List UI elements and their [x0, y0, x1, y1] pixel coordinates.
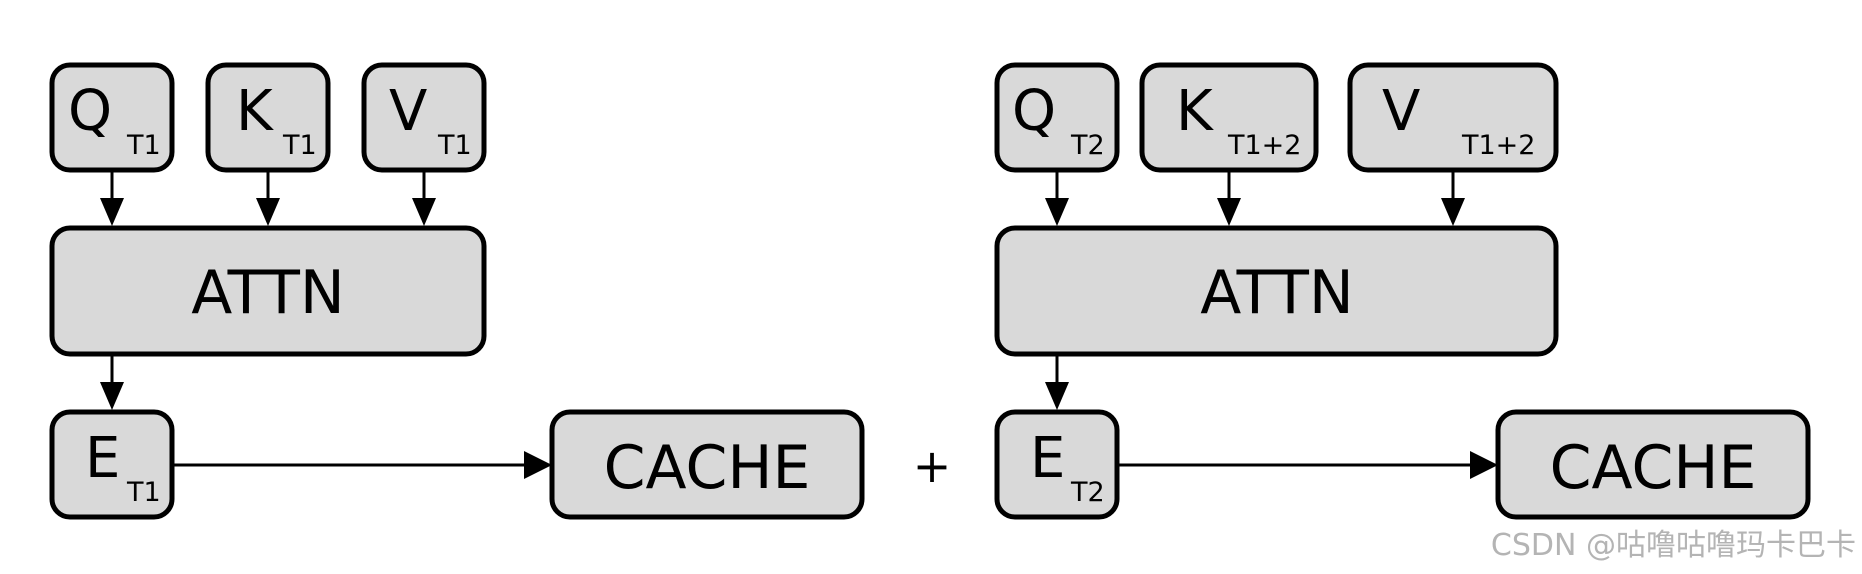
left-v-subscript: T1: [437, 130, 472, 161]
left-q-label: Q: [68, 79, 112, 144]
right-k-arrowhead: [1217, 198, 1241, 226]
left-e-box: E T1: [49, 409, 175, 520]
right-attn-box: ATTN: [994, 225, 1559, 357]
left-e-subscript: T1: [126, 477, 161, 508]
right-cache-box: CACHE: [1495, 409, 1811, 520]
left-cache-box: CACHE: [549, 409, 865, 520]
right-e-box: E T2: [994, 409, 1120, 520]
right-group: Q T2 K T1+2 V T1+2 ATTN: [994, 62, 1811, 520]
right-q-arrowhead: [1045, 198, 1069, 226]
left-q-box: Q T1: [49, 62, 175, 173]
right-q-subscript: T2: [1070, 130, 1105, 161]
right-e-subscript: T2: [1070, 477, 1105, 508]
right-q-label: Q: [1012, 79, 1056, 144]
left-k-arrowhead: [256, 198, 280, 226]
left-qkv-arrows: [100, 170, 436, 226]
left-group: Q T1 K T1 V T1 ATTN: [49, 62, 865, 520]
left-cache-label: CACHE: [604, 433, 811, 503]
left-v-label: V: [389, 79, 427, 144]
right-q-box: Q T2: [994, 62, 1120, 173]
right-qkv-arrows: [1045, 170, 1465, 226]
left-attn-to-e-arrowhead: [100, 382, 124, 410]
right-e-label: E: [1030, 426, 1065, 491]
right-k-label: K: [1176, 79, 1214, 144]
left-q-subscript: T1: [126, 130, 161, 161]
left-attn-box: ATTN: [49, 225, 487, 357]
left-attn-label: ATTN: [191, 258, 345, 328]
plus-sign: +: [913, 439, 952, 493]
left-v-arrowhead: [412, 198, 436, 226]
right-attn-to-e-arrowhead: [1045, 382, 1069, 410]
right-e-to-cache-arrowhead: [1470, 451, 1498, 479]
left-k-label: K: [236, 79, 274, 144]
left-e-to-cache-arrowhead: [524, 451, 552, 479]
right-k-subscript: T1+2: [1227, 130, 1301, 161]
left-k-box: K T1: [205, 62, 331, 173]
right-v-subscript: T1+2: [1461, 130, 1535, 161]
right-v-arrowhead: [1441, 198, 1465, 226]
right-v-label: V: [1382, 79, 1420, 144]
right-k-box: K T1+2: [1139, 62, 1319, 173]
left-q-arrowhead: [100, 198, 124, 226]
right-attn-label: ATTN: [1200, 258, 1354, 328]
watermark-text: CSDN @咕噜咕噜玛卡巴卡: [1491, 528, 1856, 563]
right-cache-label: CACHE: [1550, 433, 1757, 503]
right-v-box: V T1+2: [1347, 62, 1559, 173]
left-e-label: E: [85, 426, 120, 491]
left-v-box: V T1: [361, 62, 487, 173]
left-k-subscript: T1: [282, 130, 317, 161]
